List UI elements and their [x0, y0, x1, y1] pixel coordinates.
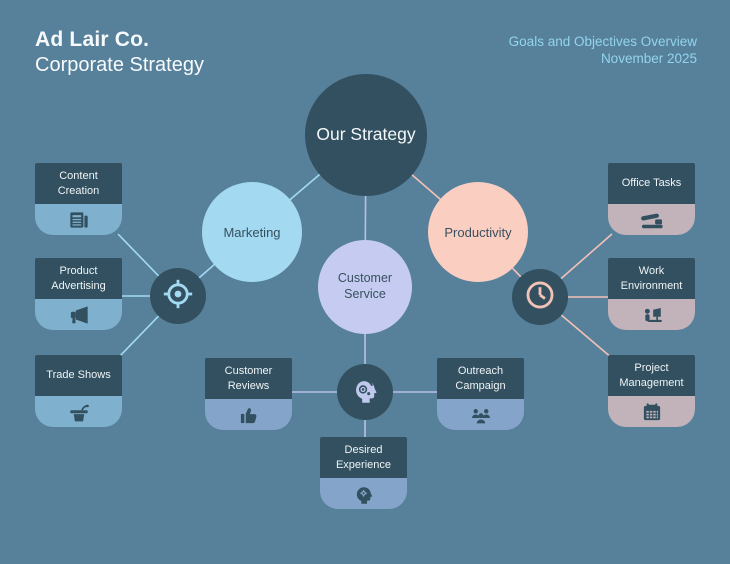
card-outreach-campaign-label: Outreach Campaign: [455, 365, 506, 392]
card-office-tasks: Office Tasks: [608, 163, 695, 235]
node-marketing: Marketing: [202, 182, 302, 282]
node-our-strategy-label: Our Strategy: [316, 124, 416, 145]
thumbs-up-icon: [205, 399, 292, 430]
target-icon: [161, 277, 195, 316]
card-desired-experience-label: Desired Experience: [335, 444, 392, 471]
card-work-environment-label: Work Environment: [620, 265, 683, 292]
podium-icon: [35, 396, 122, 427]
card-trade-shows: Trade Shows: [35, 355, 122, 427]
node-our-strategy: Our Strategy: [305, 74, 427, 196]
card-trade-shows-label: Trade Shows: [46, 369, 111, 382]
card-desired-experience: Desired Experience: [320, 437, 407, 509]
newspaper-icon: [35, 204, 122, 235]
node-customer-service-label: Customer Service: [337, 271, 393, 301]
stapler-icon: [608, 204, 695, 235]
node-productivity: Productivity: [428, 182, 528, 282]
brand-block: Ad Lair Co. Corporate Strategy: [35, 28, 204, 77]
overview-label: Goals and Objectives Overview: [508, 34, 697, 49]
node-productivity-label: Productivity: [444, 224, 512, 240]
calendar-icon: [608, 396, 695, 427]
node-marketing-label: Marketing: [223, 224, 281, 240]
card-work-environment: Work Environment: [608, 258, 695, 330]
node-customer-service: Customer Service: [318, 240, 412, 334]
card-content-creation-label: Content Creation: [57, 170, 100, 197]
overview-block: Goals and Objectives Overview November 2…: [509, 34, 697, 68]
support-head-icon: [348, 373, 382, 412]
megaphone-icon: [35, 299, 122, 330]
card-customer-reviews-label: Customer Reviews: [224, 365, 273, 392]
head-gear-icon: [320, 478, 407, 509]
workstation-icon: [608, 299, 695, 330]
company-name: Ad Lair Co.: [35, 28, 150, 51]
people-group-icon: [437, 399, 524, 430]
card-content-creation: Content Creation: [35, 163, 122, 235]
card-office-tasks-label: Office Tasks: [621, 177, 682, 190]
productivity-hub: [512, 269, 568, 325]
page-title: Corporate Strategy: [35, 54, 204, 76]
card-project-management-label: Project Management: [619, 362, 684, 389]
card-project-management: Project Management: [608, 355, 695, 427]
clock-icon: [523, 278, 557, 317]
overview-date: November 2025: [600, 50, 697, 66]
card-outreach-campaign: Outreach Campaign: [437, 358, 524, 430]
card-customer-reviews: Customer Reviews: [205, 358, 292, 430]
customer-service-hub: [337, 364, 393, 420]
card-product-advertising-label: Product Advertising: [51, 265, 106, 292]
card-product-advertising: Product Advertising: [35, 258, 122, 330]
marketing-hub: [150, 268, 206, 324]
